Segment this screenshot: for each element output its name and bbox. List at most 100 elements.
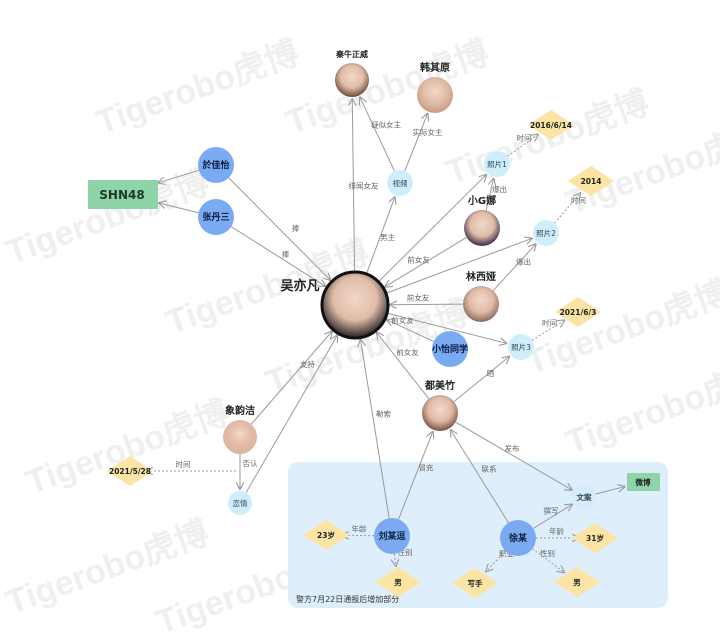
edge-label: 前女友 bbox=[407, 255, 430, 265]
node-label: 恋情 bbox=[233, 498, 248, 508]
edge-xm-xs: 职业 bbox=[486, 549, 514, 572]
node-m1[interactable]: 男 bbox=[375, 567, 421, 597]
node-m2[interactable]: 男 bbox=[554, 567, 600, 597]
node-label: 照片2 bbox=[536, 228, 556, 238]
node-label: 2016/6/14 bbox=[530, 121, 572, 130]
node-label: 2021/6/3 bbox=[560, 308, 597, 317]
edge-label: 捧 bbox=[292, 223, 300, 233]
node-hqy[interactable]: 韩其原 bbox=[417, 61, 453, 113]
edge-label: 绯闻女友 bbox=[349, 181, 379, 191]
node-xm[interactable]: 徐某 bbox=[500, 520, 536, 556]
node-sp[interactable]: 视频 bbox=[387, 170, 413, 196]
node-label: 微博 bbox=[635, 477, 651, 487]
edge-xgn-wyf: 前女友 bbox=[385, 236, 467, 287]
node-label: 小G娜 bbox=[467, 194, 496, 207]
edge-zp2-d2: 时间 bbox=[554, 193, 586, 224]
edge-lq-wyf bbox=[245, 335, 337, 493]
edge-zp1-d1: 时间 bbox=[507, 133, 538, 157]
edge-lmd-dmz: 冒充 bbox=[398, 432, 434, 520]
node-lmd[interactable]: 刘某逗 bbox=[374, 518, 410, 554]
edge-label: 前女友 bbox=[391, 315, 414, 325]
edge-xm-wa: 撰写 bbox=[533, 504, 572, 529]
node-a31[interactable]: 31岁 bbox=[572, 523, 618, 553]
edge-dmz-zp3: 晒 bbox=[453, 356, 509, 403]
avatar bbox=[223, 420, 257, 454]
edge-label: 时间 bbox=[517, 133, 532, 143]
node-qnzw[interactable]: 秦牛正威 bbox=[335, 49, 369, 97]
node-a23[interactable]: 23岁 bbox=[303, 520, 349, 550]
node-label: 2014 bbox=[581, 177, 602, 186]
edge-wyf-zp2 bbox=[385, 238, 532, 294]
node-dmz[interactable]: 都美竹 bbox=[422, 379, 458, 431]
node-xyj[interactable]: 象韵洁 bbox=[223, 404, 257, 454]
node-zp3[interactable]: 照片3 bbox=[508, 334, 534, 360]
edge-lmd-m1: 性别 bbox=[394, 547, 413, 566]
avatar bbox=[422, 395, 458, 431]
edge-label: 支持 bbox=[300, 359, 315, 369]
edge-xyj-lq: 否认 bbox=[240, 454, 258, 489]
edge-label: 勒索 bbox=[376, 409, 391, 419]
edge-sp-qnzw: 疑似女主 bbox=[360, 97, 401, 172]
node-d2[interactable]: 2014 bbox=[568, 166, 614, 196]
node-d1[interactable]: 2016/6/14 bbox=[528, 110, 574, 140]
edge-xm-dmz: 联系 bbox=[451, 430, 509, 523]
edge-lxy-zp2: 爆出 bbox=[492, 244, 536, 292]
node-shn[interactable]: SHN48 bbox=[88, 180, 158, 209]
edge-label: 联系 bbox=[482, 464, 497, 474]
node-label: 都美竹 bbox=[424, 379, 455, 392]
node-zds[interactable]: 张丹三 bbox=[198, 199, 234, 235]
node-label: 2021/5/28 bbox=[109, 467, 151, 476]
node-label: 照片1 bbox=[487, 159, 507, 169]
edge-wa-wb bbox=[595, 487, 625, 495]
node-d4[interactable]: 2021/5/28 bbox=[107, 456, 153, 486]
node-label: 张丹三 bbox=[202, 211, 229, 223]
edge-zds-wyf: 捧 bbox=[230, 226, 325, 287]
edge-lmd-wyf: 勒索 bbox=[361, 340, 391, 519]
node-label: SHN48 bbox=[99, 188, 144, 202]
node-yjy[interactable]: 於佳怡 bbox=[198, 147, 234, 183]
edge-wyf-sp: 男主 bbox=[365, 197, 395, 275]
node-label: 韩其原 bbox=[420, 61, 450, 74]
node-xytx[interactable]: 小怡同学 bbox=[431, 331, 468, 367]
node-label: 徐某 bbox=[508, 532, 528, 544]
node-zp1[interactable]: 照片1 bbox=[484, 151, 510, 177]
edge-label: 前女友 bbox=[407, 293, 430, 303]
node-label: 视频 bbox=[393, 178, 408, 188]
edge-dmz-wa: 发布 bbox=[455, 421, 572, 490]
edge-label: 晒 bbox=[487, 369, 495, 378]
edge-label: 否认 bbox=[243, 458, 258, 468]
node-lq[interactable]: 恋情 bbox=[228, 491, 252, 515]
avatar bbox=[417, 77, 453, 113]
edge-xytx-wyf: 前女友 bbox=[387, 315, 434, 342]
edge-label: 爆出 bbox=[516, 257, 531, 267]
edge-dmz-wyf: 前女友 bbox=[377, 333, 430, 400]
node-d3[interactable]: 2021/6/3 bbox=[555, 297, 601, 327]
node-wa[interactable]: 文案 bbox=[572, 485, 596, 509]
node-label: 於佳怡 bbox=[201, 159, 229, 171]
node-label: 文案 bbox=[577, 492, 592, 502]
avatar bbox=[464, 210, 500, 246]
node-xs[interactable]: 写手 bbox=[452, 568, 498, 598]
edge-xyj-wyf: 支持 bbox=[250, 331, 332, 425]
avatar bbox=[320, 270, 390, 340]
node-wyf[interactable]: 吴亦凡 bbox=[280, 270, 390, 340]
node-label: 林西娅 bbox=[466, 270, 496, 283]
edge-label: 性别 bbox=[540, 548, 555, 558]
node-label: 照片3 bbox=[511, 342, 531, 352]
edge-label: 时间 bbox=[542, 318, 557, 328]
edge-wyf-zp1 bbox=[378, 175, 486, 283]
edge-label: 发布 bbox=[505, 443, 520, 453]
edge-label: 男主 bbox=[380, 232, 395, 242]
panel-label: 警方7月22日通报后增加部分 bbox=[296, 594, 399, 604]
node-xgn[interactable]: 小G娜 bbox=[464, 194, 500, 246]
edge-yjy-wyf: 捧 bbox=[228, 177, 331, 280]
node-lxy[interactable]: 林西娅 bbox=[463, 270, 499, 322]
edge-lxy-wyf: 前女友 bbox=[390, 293, 464, 305]
node-wb[interactable]: 微博 bbox=[627, 473, 660, 491]
edge-wyf-qnzw: 绯闻女友 bbox=[349, 99, 379, 273]
edge-label: 爆出 bbox=[492, 184, 507, 194]
edge-label: 年龄 bbox=[549, 526, 564, 536]
node-label: 秦牛正威 bbox=[335, 49, 368, 59]
node-zp2[interactable]: 照片2 bbox=[533, 220, 559, 246]
